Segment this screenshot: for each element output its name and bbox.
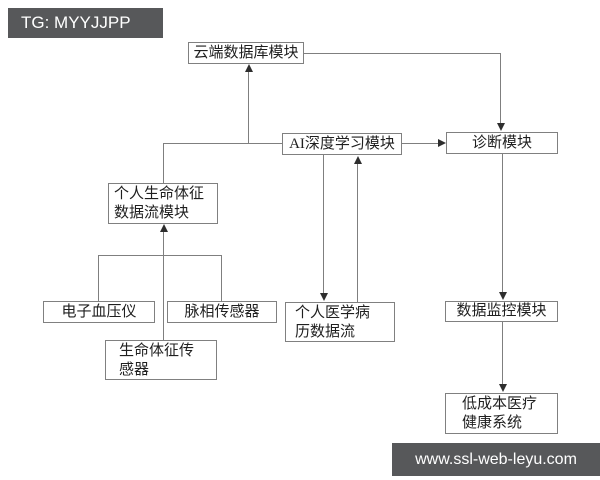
node-ai-deep-learning: AI深度学习模块 — [282, 133, 402, 155]
node-data-monitoring: 数据监控模块 — [445, 301, 558, 322]
site-url-text: www.ssl-web-leyu.com — [415, 450, 577, 468]
connector-sensors-tree-h — [98, 255, 222, 256]
node-diagnosis: 诊断模块 — [446, 132, 558, 154]
connector-ai-medrecord-v — [323, 155, 324, 295]
node-vital-signs-stream: 个人生命体征 数据流模块 — [108, 183, 218, 224]
arrowhead-into-diagnosis-left — [438, 139, 446, 147]
arrowhead-into-diagnosis-top — [497, 123, 505, 131]
connector-vitalstream-cloud-v — [248, 68, 249, 143]
node-pulse-sensor: 脉相传感器 — [167, 301, 277, 323]
tg-watermark-badge: TG: MYYJJPP — [8, 8, 163, 38]
connector-pulse-tree-v — [221, 255, 222, 302]
connector-cloud-diagnosis-v — [500, 53, 501, 126]
arrowhead-into-vitalstream-bottom — [160, 224, 168, 232]
connector-monitor-lowcost-v — [502, 322, 503, 386]
arrowhead-into-medrecord-top — [320, 293, 328, 301]
connector-vitalstream-ai-h — [163, 143, 282, 144]
arrowhead-into-lowcost-top — [499, 384, 507, 392]
connector-medrecord-ai-v — [357, 162, 358, 302]
connector-sensors-vitalstream-v — [163, 230, 164, 340]
node-vital-signs-sensor: 生命体征传 感器 — [105, 340, 217, 380]
arrowhead-into-ai-bottom — [354, 156, 362, 164]
tg-watermark-text: TG: MYYJJPP — [21, 13, 131, 32]
node-medical-record-stream: 个人医学病 历数据流 — [285, 302, 395, 342]
arrowhead-into-monitor-top — [499, 292, 507, 300]
connector-vitalstream-ai-v — [163, 143, 164, 183]
node-lowcost-health-system: 低成本医疗 健康系统 — [445, 393, 558, 434]
connector-bp-tree-v — [98, 255, 99, 301]
connector-ai-diagnosis-h — [402, 143, 443, 144]
node-cloud-database: 云端数据库模块 — [188, 42, 304, 64]
site-url-badge: www.ssl-web-leyu.com — [392, 443, 600, 476]
arrowhead-into-cloud-bottom — [245, 64, 253, 72]
connector-diagnosis-monitor-v — [502, 154, 503, 294]
connector-cloud-diagnosis-h — [304, 53, 500, 54]
node-bp-meter: 电子血压仪 — [43, 301, 155, 323]
